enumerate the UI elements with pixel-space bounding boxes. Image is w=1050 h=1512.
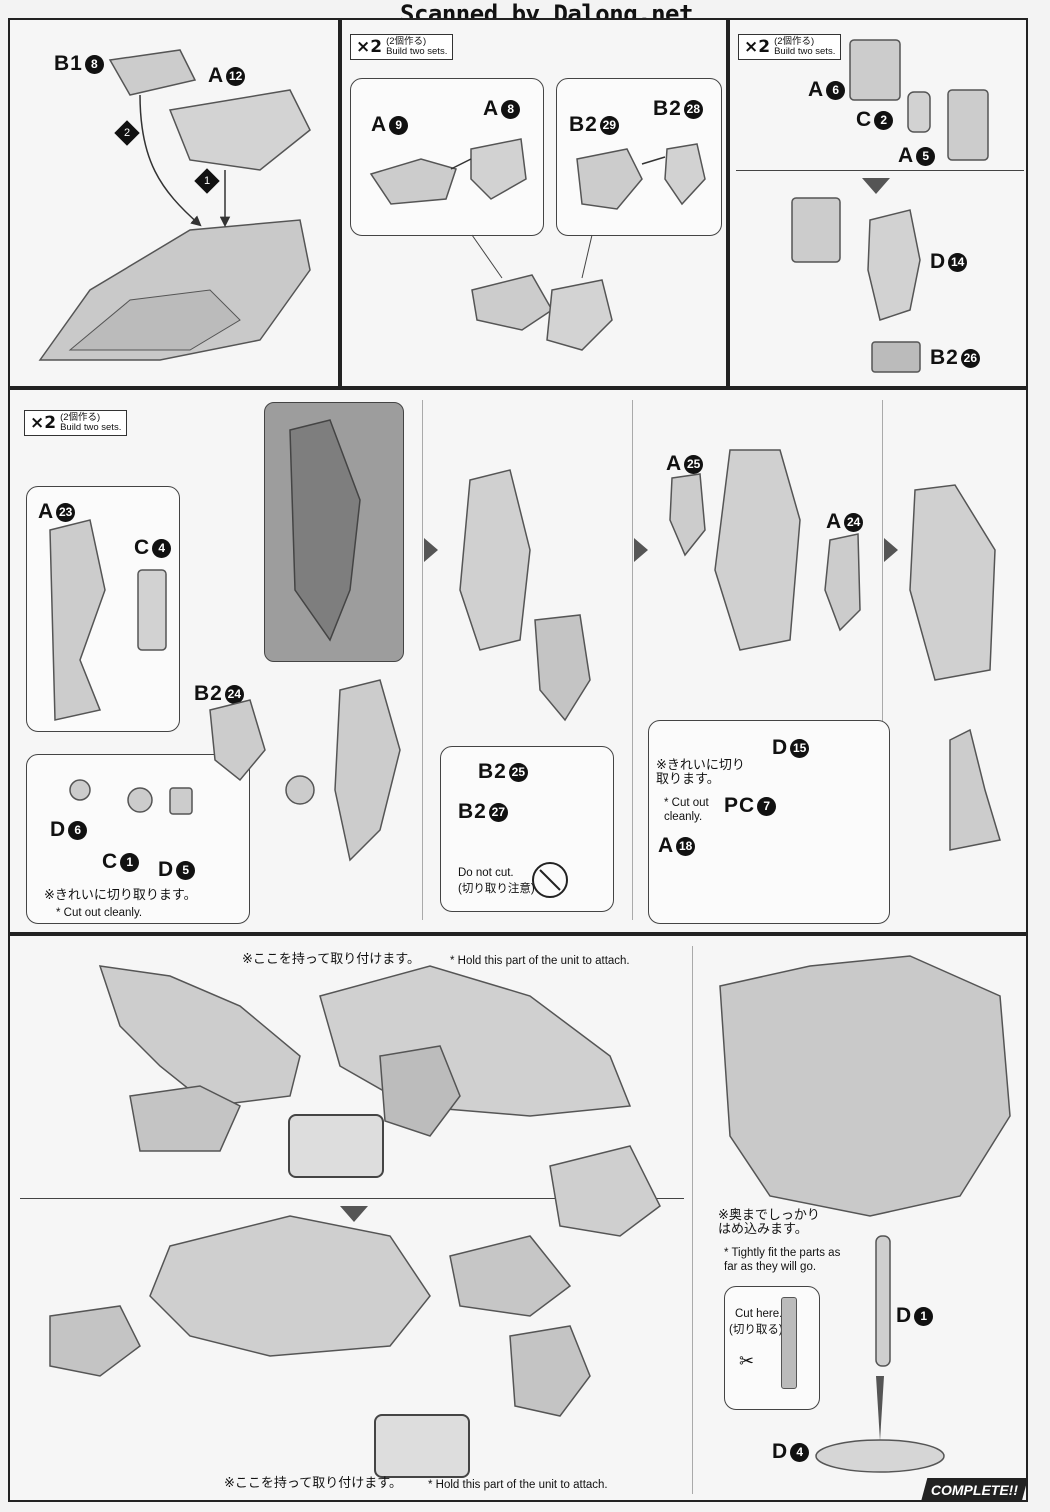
part-illustration — [369, 138, 527, 205]
note-hold-en-top: * Hold this part of the unit to attach. — [450, 955, 630, 967]
detail-callout-bottom — [374, 1414, 470, 1478]
build-two-badge: ×2 (2個作る)Build two sets. — [24, 410, 128, 436]
column-separator — [882, 400, 883, 920]
next-step-arrow-icon — [634, 538, 648, 562]
final-assembly-illustration — [49, 955, 1011, 1473]
note-tight-fit-jp: ※奥までしっかりはめ込みます。 — [718, 1207, 820, 1236]
note-hold-jp-top: ※ここを持って取り付けます。 — [242, 951, 420, 966]
column-separator — [632, 400, 633, 920]
build-two-badge: ×2 (2個作る)Build two sets. — [350, 34, 454, 60]
note-cut-here-jp: (切り取る) — [729, 1324, 783, 1336]
note-do-not-cut-jp: (切り取り注意) — [458, 883, 535, 895]
callout-cut-here: Cut here. (切り取る) ✂ — [724, 1286, 820, 1410]
assembled-part-illustration — [471, 234, 613, 351]
down-arrow-icon — [862, 178, 890, 194]
arm-assembly-illustration — [49, 419, 1001, 862]
down-arrow-icon — [340, 1206, 368, 1222]
separator-line — [20, 1198, 684, 1199]
part-illustration — [791, 39, 989, 373]
no-cut-icon — [532, 862, 568, 898]
build-two-badge: ×2 (2個作る)Build two sets. — [738, 34, 842, 60]
callout-hand-parts — [648, 720, 890, 924]
note-do-not-cut-en: Do not cut. — [458, 867, 514, 879]
note-hold-jp-bottom: ※ここを持って取り付けます。 — [224, 1475, 402, 1490]
detail-callout-top — [288, 1114, 384, 1178]
note-hold-en-bottom: * Hold this part of the unit to attach. — [428, 1479, 608, 1491]
column-separator — [422, 400, 423, 920]
note-cut-cleanly-en: * Cut out cleanly. — [56, 907, 143, 919]
separator-line — [736, 170, 1024, 171]
note-cut-cleanly-2-jp: ※きれいに切り取ります。 — [656, 757, 745, 786]
next-step-arrow-icon — [884, 538, 898, 562]
scissors-icon: ✂ — [739, 1351, 755, 1371]
panel-bottom: ※ここを持って取り付けます。 * Hold this part of the u… — [8, 934, 1028, 1502]
callout-joint-parts — [26, 754, 250, 924]
part-illustration — [576, 143, 706, 210]
runner-gate-icon — [781, 1297, 797, 1389]
unit-assembly-illustration — [38, 49, 311, 361]
note-cut-cleanly-jp: ※きれいに切り取ります。 — [44, 887, 197, 902]
next-step-arrow-icon — [424, 538, 438, 562]
complete-badge: COMPLETE!! — [920, 1478, 1028, 1502]
note-cut-here-en: Cut here. — [735, 1308, 783, 1320]
column-separator — [692, 946, 693, 1494]
